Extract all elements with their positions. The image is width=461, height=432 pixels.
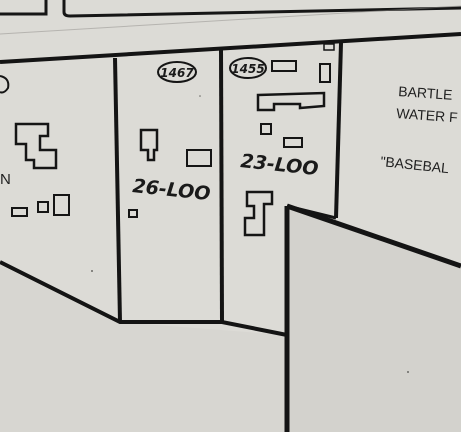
lower-right-lot-shade bbox=[288, 205, 461, 432]
baseball-label: "BASEBAL bbox=[380, 153, 450, 176]
bartlett-label-line2: WATER F bbox=[396, 105, 458, 125]
left-parcel-building-main bbox=[14, 122, 58, 170]
parcel-1455-shed-d bbox=[283, 137, 303, 148]
parcel-1467-garage bbox=[186, 149, 212, 167]
large-lot-north-boundary bbox=[286, 203, 461, 269]
left-parcel-label-fragment: N bbox=[0, 171, 11, 188]
parcel-1455-marker bbox=[323, 43, 335, 51]
parcel-1467-shed bbox=[128, 209, 138, 218]
parcel-1467-east-boundary bbox=[219, 48, 224, 323]
parcel-1455-shed-a bbox=[271, 60, 297, 72]
left-parcel-shed-2 bbox=[37, 201, 49, 213]
scan-speck bbox=[199, 95, 201, 97]
parcel-1455-shed-c bbox=[260, 123, 272, 135]
bartlett-label-line1: BARTLE bbox=[398, 83, 453, 103]
scan-speck bbox=[91, 270, 93, 272]
parcel-1455-east-boundary bbox=[334, 42, 343, 219]
top-left-parcel-edge bbox=[0, 0, 48, 16]
left-parcel-shed-1 bbox=[11, 207, 28, 217]
street-south-faint-line bbox=[0, 5, 461, 35]
parcel-1455-number-oval bbox=[229, 57, 267, 79]
parcel-1467-number-oval bbox=[157, 61, 197, 83]
parcel-1467-number: 1467 bbox=[160, 66, 194, 80]
south-boundary bbox=[0, 260, 288, 337]
parcel-1455-south-corner bbox=[286, 204, 337, 220]
parcel-1467-house bbox=[139, 128, 159, 162]
lower-left-area-shade bbox=[0, 265, 288, 432]
parcel-1467-west-boundary bbox=[113, 57, 122, 323]
scan-speck bbox=[407, 371, 409, 373]
parcel-1455-shed-b bbox=[319, 63, 331, 83]
street-north-line bbox=[0, 32, 461, 64]
left-parcel-shed-3 bbox=[53, 194, 70, 216]
parcel-1455-outbuilding bbox=[243, 190, 274, 237]
left-parcel-number-oval bbox=[0, 75, 10, 94]
top-parcel-edge bbox=[62, 0, 461, 18]
parcel-1455-house bbox=[256, 91, 326, 112]
parcel-1455-number: 1455 bbox=[231, 62, 264, 76]
